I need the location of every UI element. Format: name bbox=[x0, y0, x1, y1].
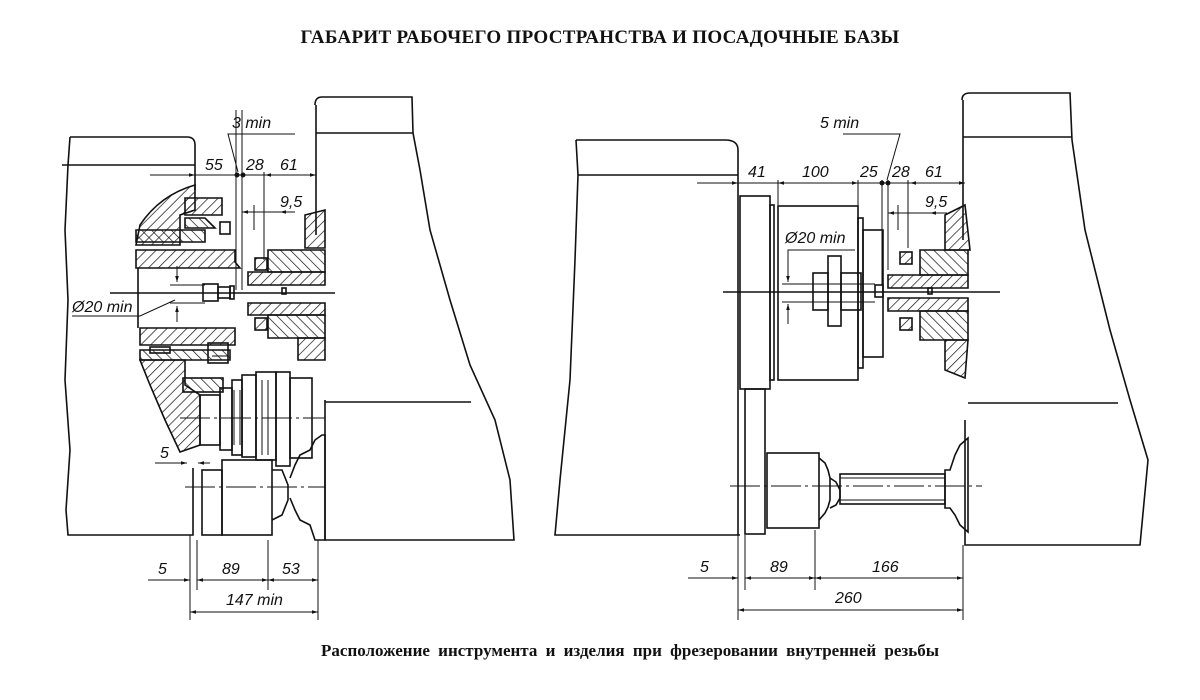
left-headstock-body bbox=[64, 136, 196, 536]
right-bottom-total: 260 bbox=[834, 590, 862, 607]
left-bottom-dim-5: 5 bbox=[158, 561, 167, 578]
drawing-title: ГАБАРИТ РАБОЧЕГО ПРОСТРАНСТВА И ПОСАДОЧН… bbox=[300, 27, 900, 48]
left-workpiece bbox=[201, 469, 223, 536]
left-chuck bbox=[247, 271, 326, 286]
right-bottom-dim-5: 5 bbox=[700, 559, 709, 576]
left-dim-61: 61 bbox=[280, 157, 298, 174]
right-dim-100: 100 bbox=[802, 164, 829, 181]
right-view: 5 min 41 100 25 28 61 9,5 Ø20 min 5 89 1… bbox=[554, 92, 1149, 620]
right-tailstock-body bbox=[961, 92, 1149, 546]
left-note-3min: 3 min bbox=[232, 115, 271, 132]
right-bottom-dim-89: 89 bbox=[770, 559, 788, 576]
left-dim-55: 55 bbox=[205, 157, 223, 174]
right-dim-25: 25 bbox=[859, 164, 878, 181]
right-diameter: Ø20 min bbox=[784, 230, 846, 247]
drawing-caption: Расположение инструмента и изделия при ф… bbox=[321, 641, 939, 660]
left-housing-lower bbox=[138, 359, 201, 453]
left-bottom-dim-89: 89 bbox=[222, 561, 240, 578]
right-dim-61: 61 bbox=[925, 164, 943, 181]
left-bottom-total: 147 min bbox=[226, 592, 283, 609]
right-dim-28: 28 bbox=[891, 164, 910, 181]
right-headstock-body bbox=[554, 139, 740, 536]
right-bottom-dim-166: 166 bbox=[872, 559, 899, 576]
left-dim-9-5: 9,5 bbox=[280, 194, 302, 211]
left-gap-5: 5 bbox=[160, 445, 169, 462]
left-diameter: Ø20 min bbox=[71, 299, 133, 316]
right-chuck bbox=[887, 274, 969, 289]
right-dim-41: 41 bbox=[748, 164, 766, 181]
left-bottom-dim-53: 53 bbox=[282, 561, 300, 578]
right-lower-workpiece bbox=[766, 452, 820, 529]
left-dim-28: 28 bbox=[245, 157, 264, 174]
right-note-5min: 5 min bbox=[820, 115, 859, 132]
left-view: 3 min 55 28 61 9,5 Ø20 min 5 5 89 53 147… bbox=[62, 96, 515, 620]
right-dim-9-5: 9,5 bbox=[925, 194, 947, 211]
left-tailstock-body bbox=[314, 96, 515, 541]
